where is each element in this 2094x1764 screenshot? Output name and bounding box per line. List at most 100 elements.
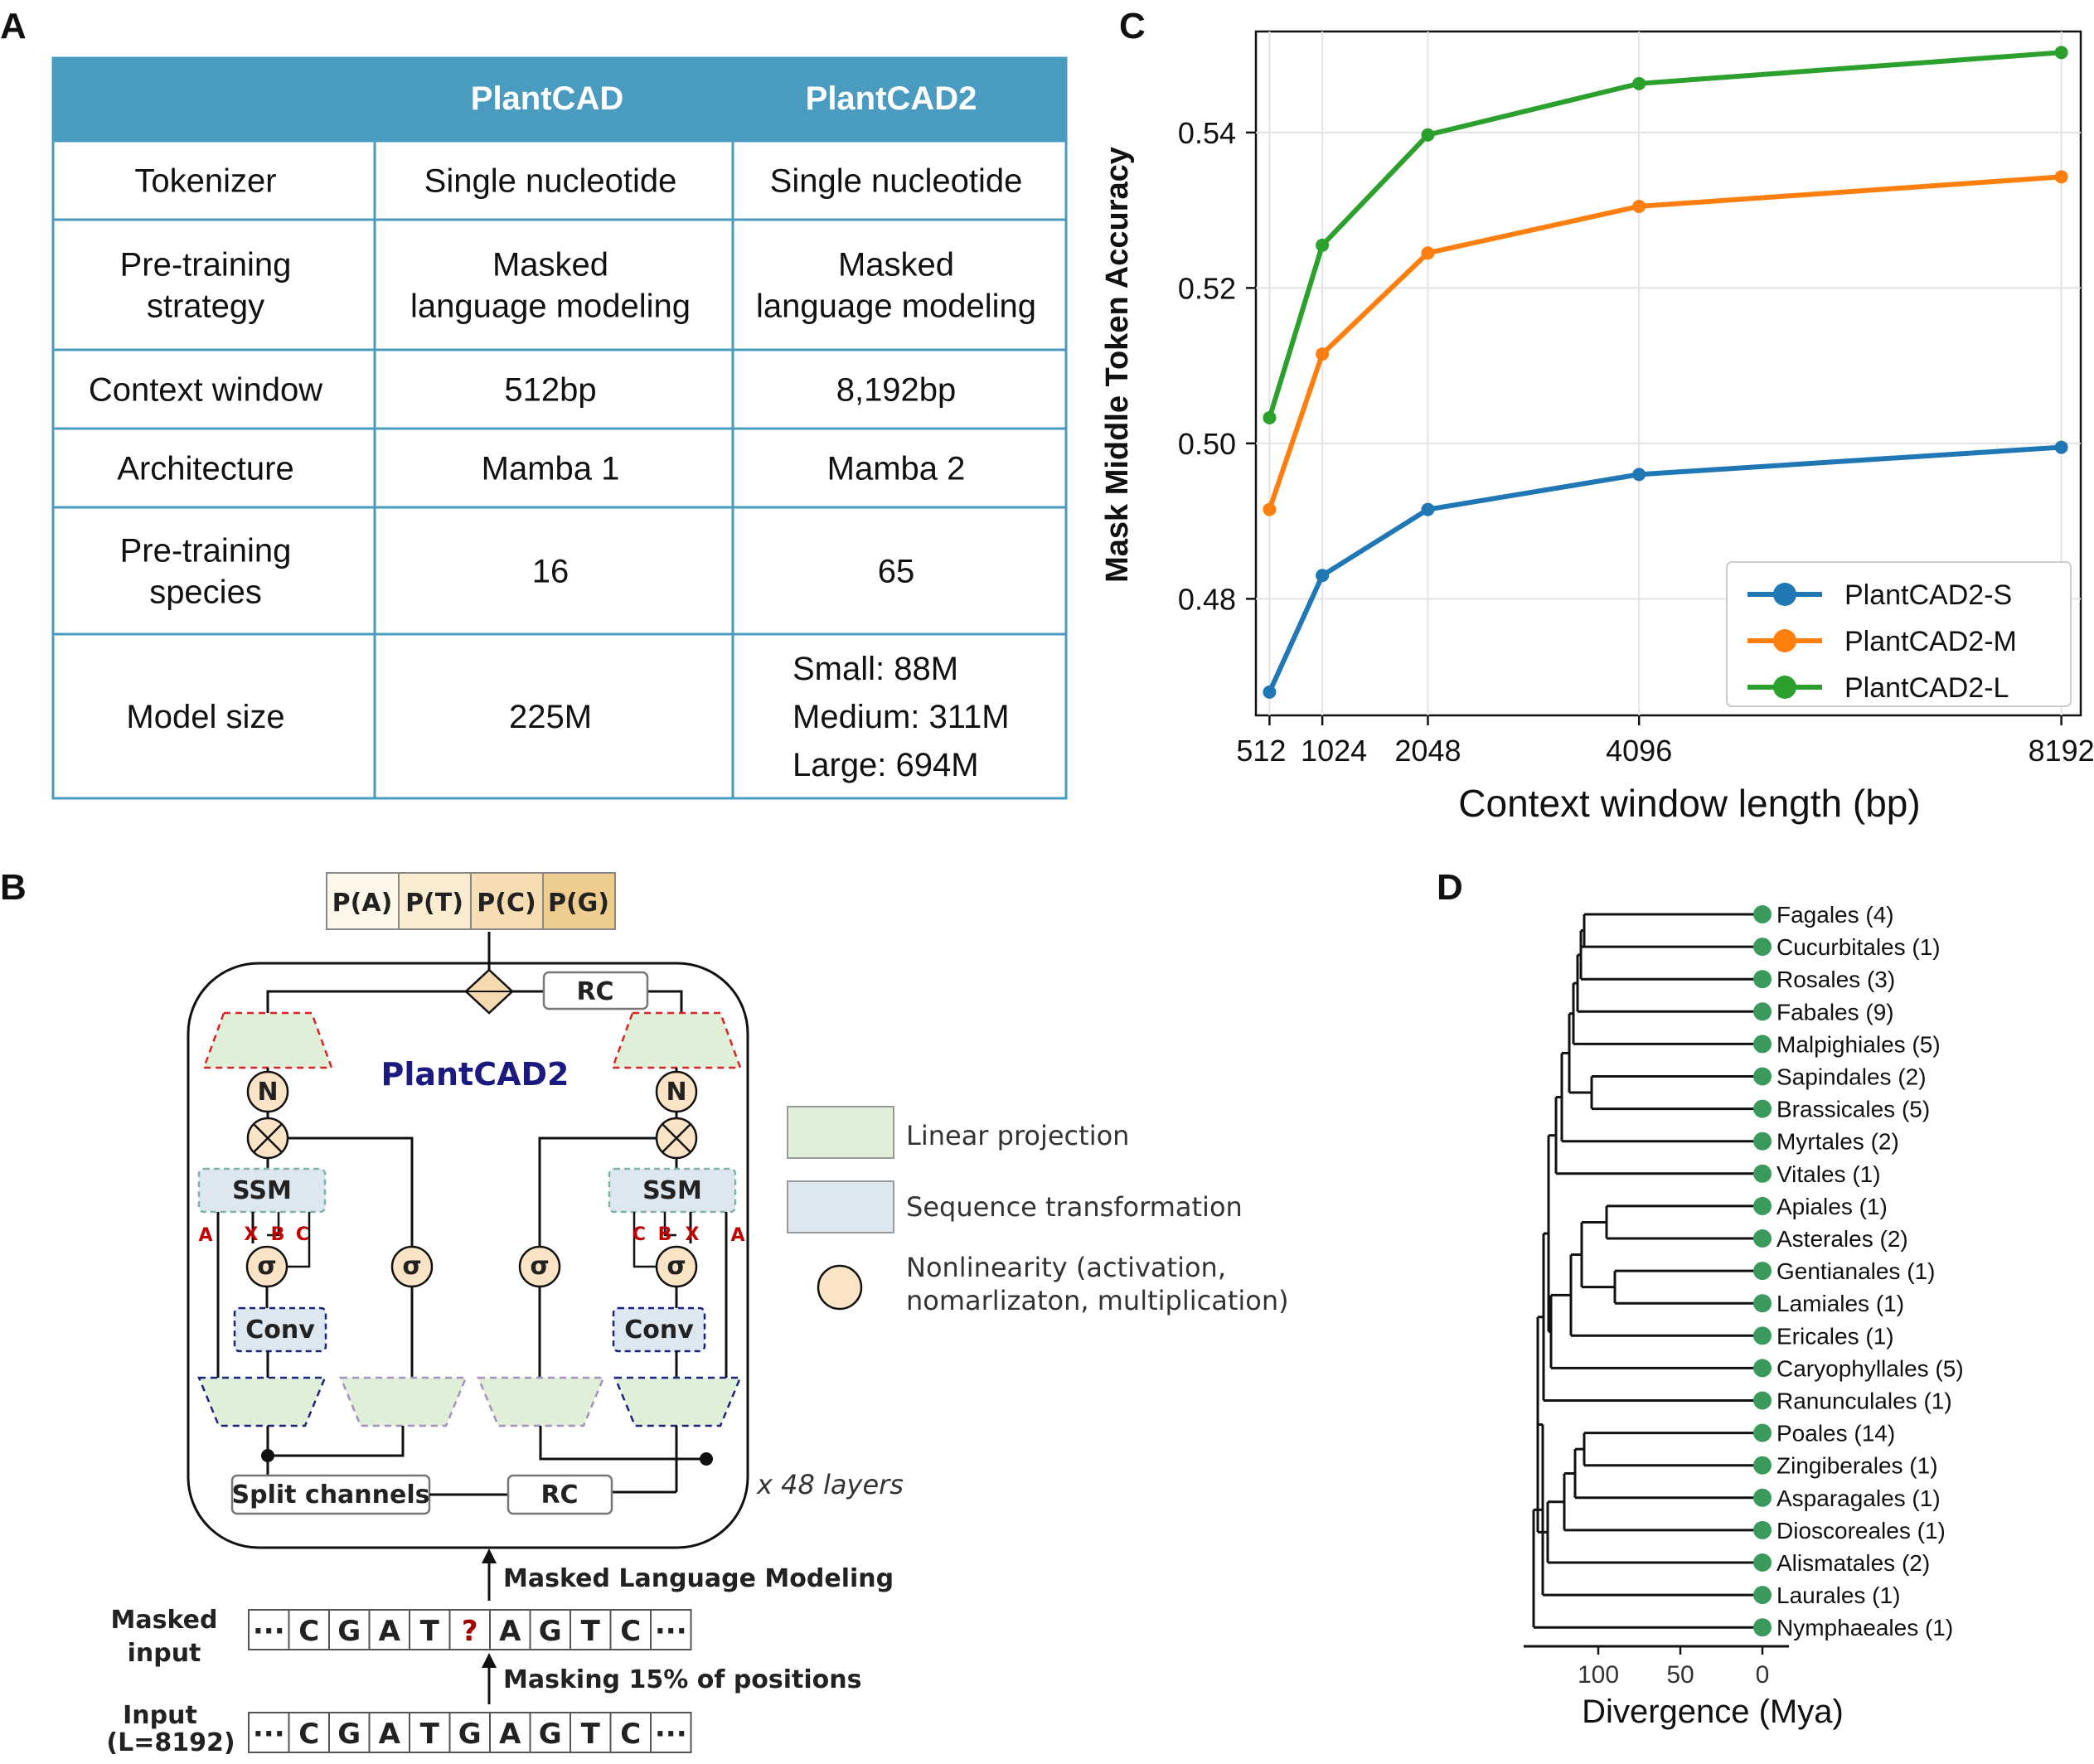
- tree-leaf-dot: [1753, 1294, 1772, 1313]
- output-probabilities: P(A)P(T)P(C)P(G): [326, 872, 616, 930]
- ssm-c-label-right: C: [633, 1224, 646, 1245]
- tree-leaf-label: Gentianales (1): [1777, 1258, 1935, 1284]
- sequence-cell: [489, 1609, 531, 1650]
- linear-projection-right-out: [611, 1011, 742, 1069]
- sequence-cell: [529, 1609, 571, 1650]
- sequence-cell: [609, 1712, 652, 1753]
- legend-swatch-sequence: [787, 1180, 894, 1233]
- linear-projection-gate-left: [339, 1376, 468, 1427]
- panel-letter-c: C: [1119, 6, 1146, 46]
- sequence-cell: [328, 1712, 371, 1753]
- tree-leaf-dot: [1753, 1262, 1772, 1281]
- tree-leaf-label: Sapindales (2): [1777, 1064, 1927, 1090]
- output-prob-box: [542, 872, 616, 930]
- sequence-token: G: [539, 1718, 562, 1751]
- series-point: [1263, 502, 1277, 516]
- linear-projection-left-out: [202, 1011, 333, 1069]
- series-point: [1421, 128, 1435, 142]
- sequence-cell: [529, 1712, 571, 1753]
- tree-leaf-label: Rosales (3): [1777, 967, 1895, 992]
- sequence-cell: [650, 1609, 692, 1650]
- table-cell-text: Mamba 2: [827, 451, 966, 487]
- series-point: [2054, 170, 2068, 184]
- diagram-title: PlantCAD2: [381, 1056, 569, 1093]
- legend-marker: [1773, 629, 1796, 652]
- layer-block: [187, 962, 749, 1549]
- split-link-gate-right: [539, 1426, 705, 1461]
- tree-leaf-dot: [1753, 1164, 1772, 1183]
- tree-leaf-label: Laurales (1): [1777, 1582, 1900, 1608]
- sequence-token: C: [620, 1615, 641, 1648]
- mlm-arrowhead: [482, 1548, 497, 1563]
- legend-label: PlantCAD2-M: [1844, 626, 2017, 657]
- split-channels-label: Split channels: [231, 1480, 429, 1510]
- sequence-token: A: [379, 1718, 401, 1751]
- tree-axis-label: Divergence (Mya): [1582, 1694, 1844, 1730]
- sequence-cell: [288, 1609, 330, 1650]
- rc-label-bottom: RC: [540, 1480, 578, 1510]
- ssm-label-right: SSM: [642, 1176, 702, 1205]
- sequence-token: ···: [655, 1718, 687, 1751]
- table-cell-text: 512bp: [504, 372, 596, 409]
- tree-leaf-dot: [1753, 970, 1772, 989]
- sigma-circle-ssm-left: [245, 1245, 288, 1288]
- sequence-token: G: [539, 1615, 562, 1648]
- gate-line-right: [538, 1136, 657, 1250]
- split-link-gate-left: [268, 1426, 405, 1457]
- tree-leaf-label: Apiales (1): [1777, 1194, 1888, 1219]
- chart-series: [1263, 46, 2068, 699]
- ssm-box-right: [608, 1167, 737, 1214]
- table-cell-text: Masked: [838, 247, 954, 284]
- sigma-label-gate-left: σ: [402, 1252, 421, 1281]
- table-cell-text: Architecture: [117, 451, 293, 487]
- norm-circle-right: [655, 1070, 698, 1113]
- multiply-icon-left: [253, 1123, 283, 1153]
- tree-leaf-dot: [1753, 938, 1772, 957]
- masking-arrowhead: [482, 1653, 497, 1668]
- conv-label-right: Conv: [624, 1316, 694, 1345]
- table-header-cell: PlantCAD: [471, 80, 623, 117]
- table-cell-text: 16: [532, 554, 570, 590]
- sequence-token: G: [337, 1718, 361, 1751]
- series-point: [1421, 246, 1435, 260]
- conv-label-left: Conv: [245, 1316, 315, 1345]
- series-point: [1316, 238, 1330, 252]
- sequence-token: A: [499, 1718, 521, 1751]
- tree-leaf-dot: [1753, 1520, 1772, 1539]
- sequence-cell: [288, 1712, 330, 1753]
- tree-leaf-label: Poales (14): [1777, 1421, 1895, 1447]
- norm-label-right: N: [666, 1078, 686, 1107]
- tree-leaf-label: Fagales (4): [1777, 902, 1894, 928]
- conv-box-right: [612, 1306, 706, 1353]
- x-tick-label: 4096: [1606, 734, 1672, 768]
- table-cell-text: Context window: [89, 372, 322, 409]
- table-cell-text: Medium: 311M: [793, 699, 1010, 735]
- rc-label-top: RC: [576, 977, 613, 1006]
- phylogenetic-tree: Fagales (4)Cucurbitales (1)Rosales (3)Fa…: [1524, 902, 1964, 1730]
- table-cell-text: 65: [878, 554, 915, 590]
- table-cell-text: Mamba 1: [482, 451, 620, 487]
- sequence-cell: [650, 1712, 692, 1753]
- sequence-cell: [368, 1712, 410, 1753]
- tree-tick-label: 50: [1666, 1661, 1694, 1689]
- ssm-box-left: [197, 1167, 327, 1214]
- output-prob-label: P(G): [548, 889, 609, 918]
- chart-grid: [1256, 32, 2081, 715]
- gate-line-left: [288, 1136, 414, 1250]
- panel-letter-b: B: [0, 867, 27, 908]
- ssm-b-line-right: [663, 1212, 676, 1237]
- linear-projection-right-in: [613, 1376, 742, 1427]
- sigma-label-ssm-left: σ: [257, 1252, 276, 1281]
- table-cell-text: Large: 694M: [793, 747, 979, 783]
- y-tick-label: 0.54: [1178, 116, 1236, 150]
- tree-leaf-label: Fabales (9): [1777, 999, 1894, 1025]
- sequence-token: ···: [253, 1615, 285, 1648]
- legend-label-sequence: Sequence transformation: [906, 1191, 1243, 1223]
- tree-leaf-label: Alismatales (2): [1777, 1550, 1930, 1576]
- tree-leaf-dot: [1753, 1391, 1772, 1410]
- input-label-2: (L=8192): [106, 1728, 235, 1757]
